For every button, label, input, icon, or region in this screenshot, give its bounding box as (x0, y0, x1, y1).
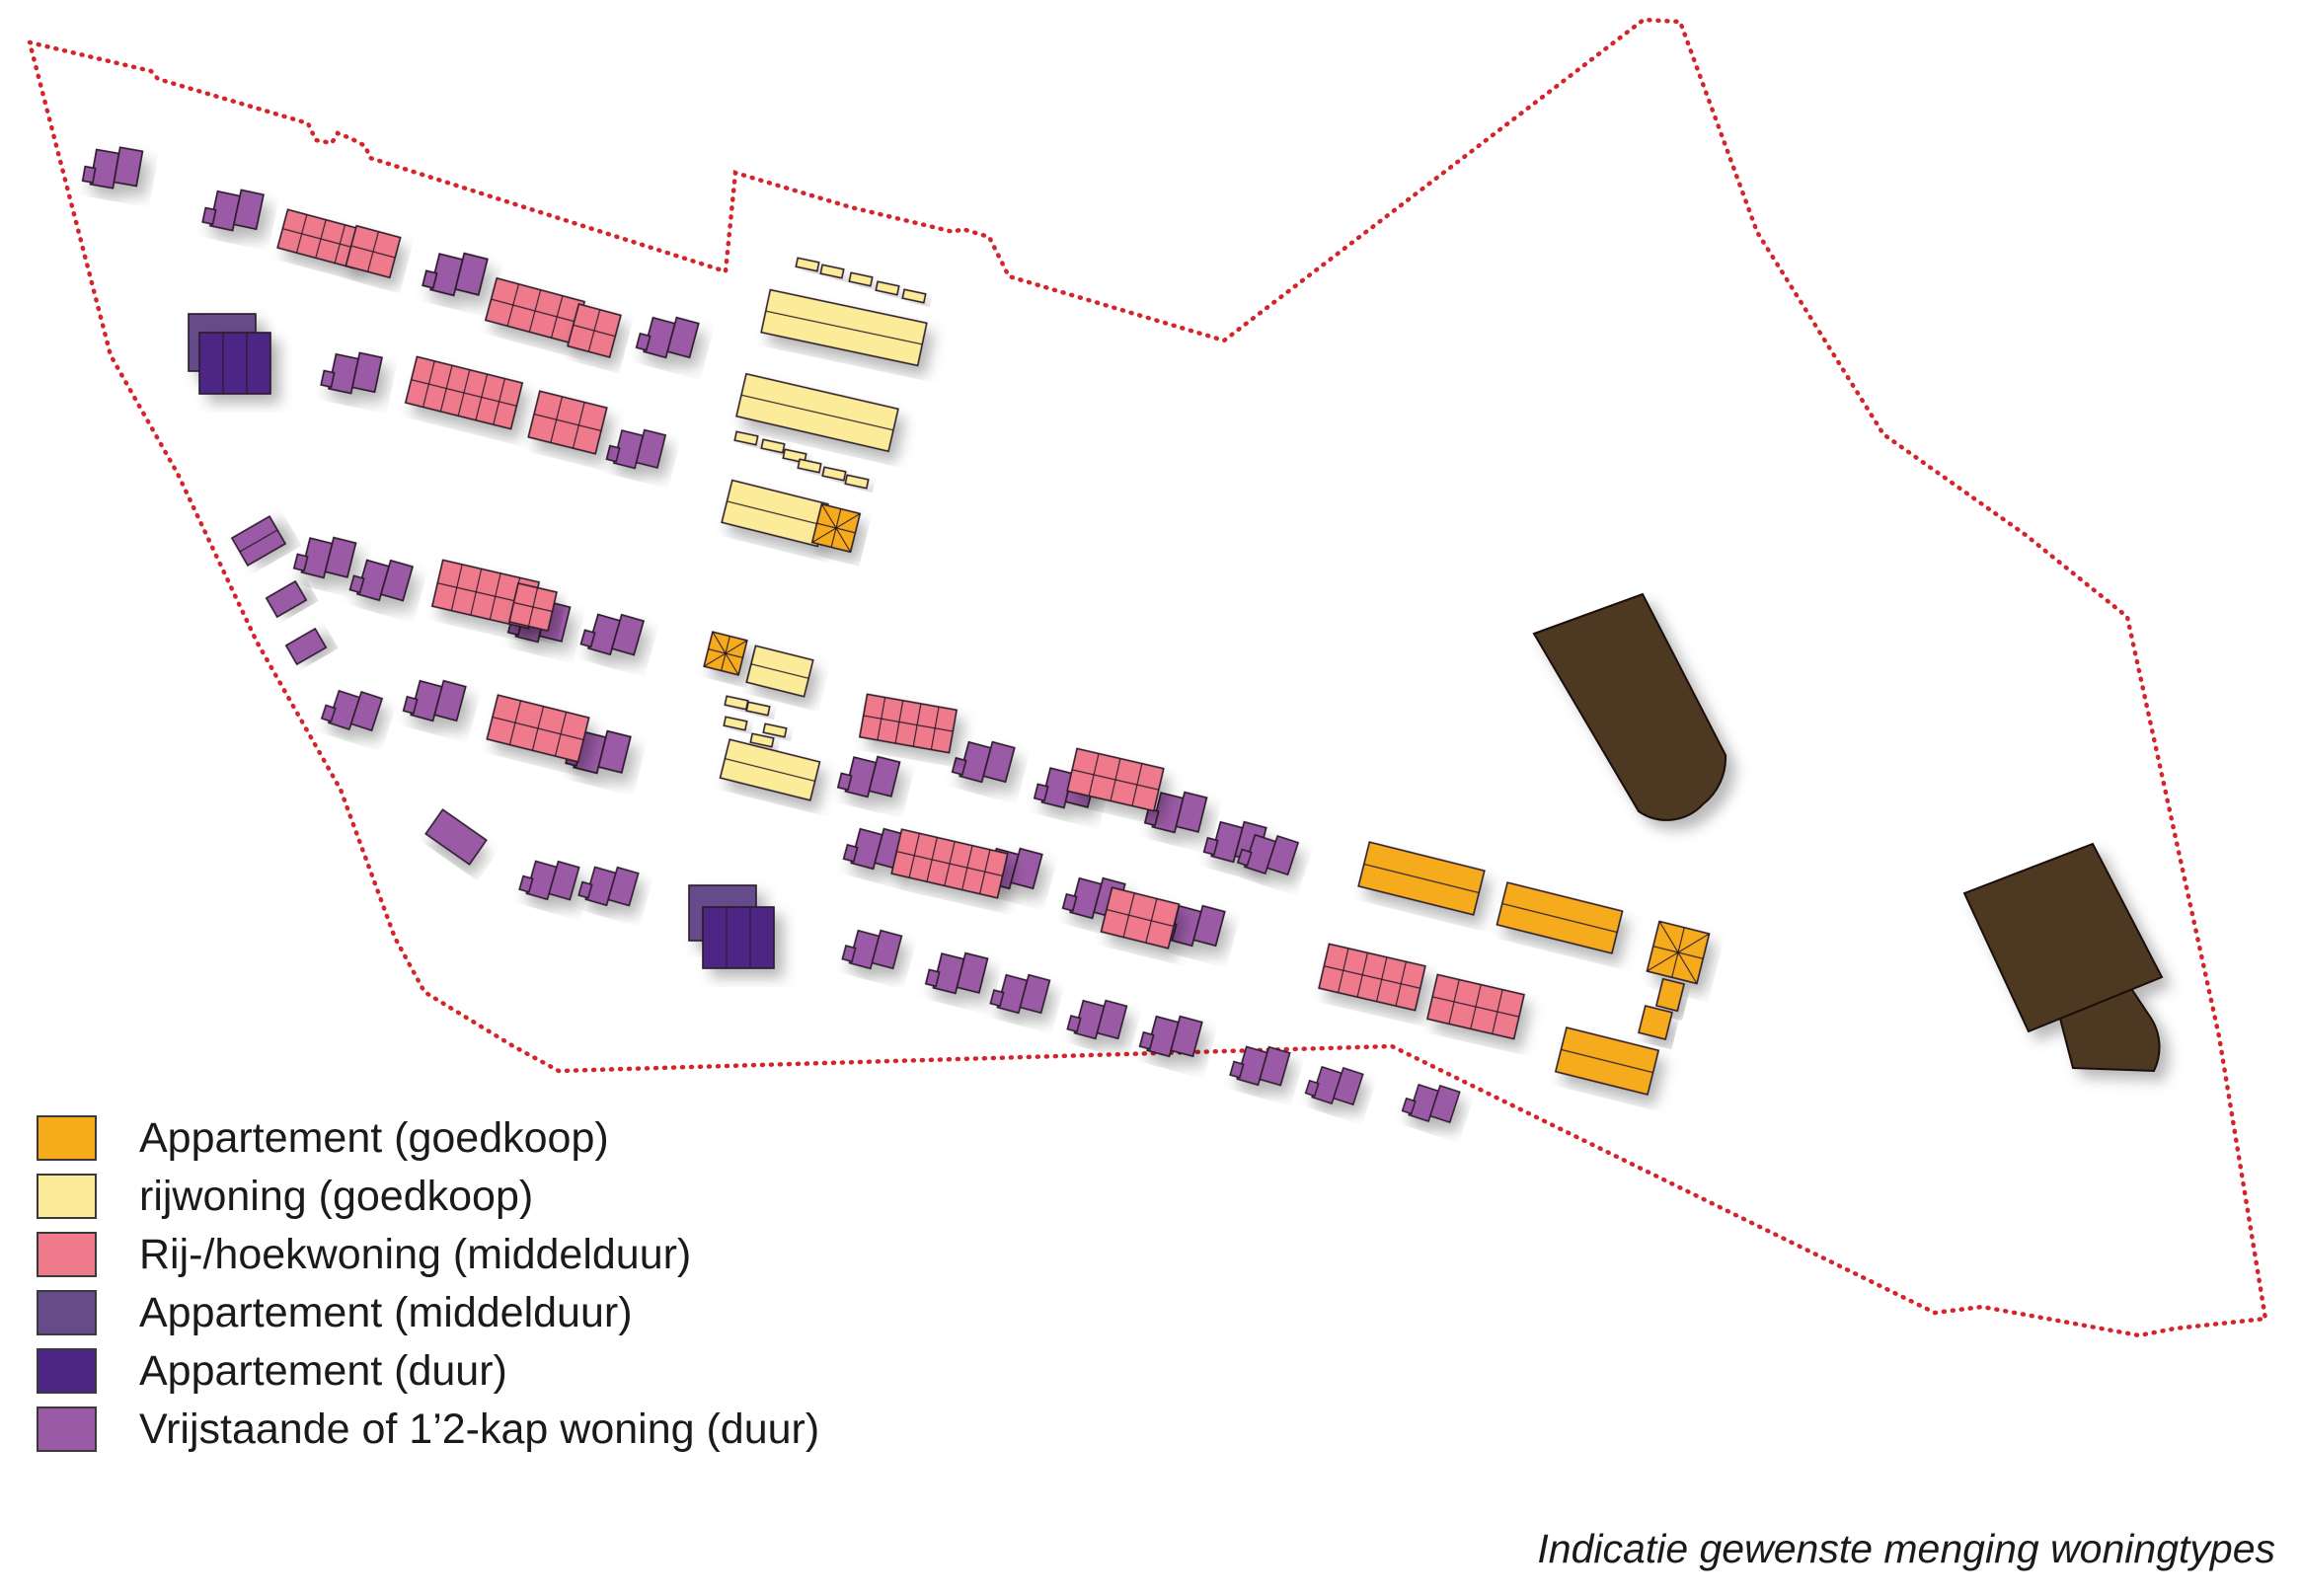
housing-block-rij-hoekwoning-middelduur (1100, 886, 1181, 950)
housing-block-rijwoning-goedkoop (821, 466, 847, 482)
housing-block-vrijstaande-woning-duur (1401, 1083, 1461, 1124)
housing-block-vrijstaande-woning-duur (518, 860, 580, 901)
legend-swatch (37, 1174, 97, 1219)
housing-block-vrijstaande-woning-duur (1229, 1045, 1291, 1087)
housing-block-rij-hoekwoning-middelduur (508, 582, 558, 632)
legend-swatch (37, 1115, 97, 1161)
housing-block-vrijstaande-woning-duur (320, 689, 384, 732)
housing-block-vrijstaande-woning-duur (81, 146, 144, 190)
housing-block-rijwoning-goedkoop (721, 479, 829, 548)
housing-block-rijwoning-goedkoop (760, 438, 786, 454)
housing-block-rij-hoekwoning-middelduur (567, 303, 622, 358)
housing-block-vrijstaande-woning-duur (422, 252, 489, 297)
housing-block-rij-hoekwoning-middelduur (486, 694, 590, 763)
housing-block-rij-hoekwoning-middelduur (484, 276, 586, 345)
housing-block-rijwoning-goedkoop (719, 738, 821, 801)
housing-block-vrijstaande-woning-duur (836, 755, 901, 798)
housing-block-vrijstaande-woning-duur (635, 316, 700, 359)
legend-label: Appartement (duur) (139, 1347, 507, 1395)
housing-block-vrijstaande-woning-duur (1304, 1065, 1364, 1106)
housing-block-vrijstaande-woning-duur (230, 515, 287, 567)
housing-block-rijwoning-goedkoop (795, 257, 820, 272)
housing-block-rijwoning-goedkoop (760, 288, 928, 367)
housing-block-appartement-goedkoop (703, 631, 748, 676)
housing-block-rijwoning-goedkoop (745, 701, 771, 717)
housing-block-rijwoning-goedkoop (819, 264, 845, 279)
housing-block-appartement-duur (198, 332, 271, 395)
legend-label: Rij-/hoekwoning (middelduur) (139, 1231, 692, 1278)
housing-block-rijwoning-goedkoop (762, 722, 788, 738)
housing-block-appartement-goedkoop (1357, 841, 1486, 916)
housing-block-rijwoning-goedkoop (733, 430, 759, 446)
housing-block-rijwoning-goedkoop (848, 271, 874, 287)
housing-block-vrijstaande-woning-duur (320, 351, 383, 395)
housing-block-rijwoning-goedkoop (901, 288, 927, 304)
housing-block-rij-hoekwoning-middelduur (890, 828, 1009, 899)
housing-block-appartement-goedkoop (1554, 1026, 1660, 1096)
housing-block-rijwoning-goedkoop (723, 716, 748, 731)
housing-block-rij-hoekwoning-middelduur (1318, 943, 1426, 1012)
housing-block-vrijstaande-woning-duur (1138, 1015, 1203, 1058)
housing-block-rijwoning-goedkoop (735, 372, 899, 453)
housing-block-rijwoning-goedkoop (797, 458, 822, 474)
legend-label: rijwoning (goedkoop) (139, 1173, 534, 1220)
legend-label: Appartement (goedkoop) (139, 1114, 609, 1162)
housing-block-vrijstaande-woning-duur (284, 627, 328, 666)
housing-block-appartement-goedkoop (1646, 920, 1711, 985)
housing-block-appartement-goedkoop (1638, 1005, 1673, 1040)
existing-building-church (1532, 592, 1727, 821)
housing-block-vrijstaande-woning-duur (989, 973, 1051, 1015)
housing-block-vrijstaande-woning-duur (292, 536, 357, 579)
legend-swatch (37, 1232, 97, 1277)
housing-block-vrijstaande-woning-duur (1143, 791, 1208, 834)
housing-block-vrijstaande-woning-duur (951, 740, 1016, 784)
housing-block-vrijstaande-woning-duur (924, 951, 989, 995)
legend-label: Appartement (middelduur) (139, 1289, 633, 1336)
housing-block-vrijstaande-woning-duur (265, 579, 308, 619)
existing-building-right (1962, 842, 2164, 1073)
housing-block-vrijstaande-woning-duur (579, 613, 646, 656)
housing-block-rij-hoekwoning-middelduur (527, 390, 608, 455)
housing-block-vrijstaande-woning-duur (402, 679, 467, 722)
legend-swatch (37, 1348, 97, 1394)
housing-block-vrijstaande-woning-duur (424, 808, 488, 866)
housing-block-rijwoning-goedkoop (745, 645, 814, 698)
housing-block-vrijstaande-woning-duur (1236, 833, 1300, 876)
housing-block-rij-hoekwoning-middelduur (1426, 973, 1525, 1040)
housing-block-rij-hoekwoning-middelduur (404, 355, 524, 430)
housing-block-rij-hoekwoning-middelduur (345, 224, 402, 279)
housing-block-rij-hoekwoning-middelduur (1066, 747, 1165, 812)
housing-block-rijwoning-goedkoop (749, 732, 775, 748)
legend-swatch (37, 1406, 97, 1452)
housing-block-appartement-goedkoop (1496, 881, 1624, 954)
housing-block-rijwoning-goedkoop (724, 695, 749, 711)
housing-block-appartement-goedkoop (810, 502, 862, 554)
housing-block-vrijstaande-woning-duur (841, 929, 903, 970)
housing-block-vrijstaande-woning-duur (201, 189, 265, 232)
housing-block-vrijstaande-woning-duur (605, 428, 667, 470)
housing-block-vrijstaande-woning-duur (577, 866, 640, 907)
housing-block-rij-hoekwoning-middelduur (858, 693, 959, 754)
housing-block-rijwoning-goedkoop (844, 474, 870, 490)
housing-block-rij-hoekwoning-middelduur (276, 208, 365, 269)
legend-label: Vrijstaande of 1’2-kap woning (duur) (139, 1406, 820, 1453)
housing-block-rijwoning-goedkoop (875, 280, 900, 296)
map-caption: Indicatie gewenste menging woningtypes (1537, 1526, 2275, 1571)
legend-swatch (37, 1290, 97, 1335)
plan-boundary (26, 17, 2268, 1338)
housing-block-appartement-duur (702, 906, 775, 969)
housing-block-appartement-goedkoop (1654, 977, 1686, 1013)
housing-block-vrijstaande-woning-duur (1066, 999, 1128, 1040)
housing-block-vrijstaande-woning-duur (348, 559, 415, 602)
